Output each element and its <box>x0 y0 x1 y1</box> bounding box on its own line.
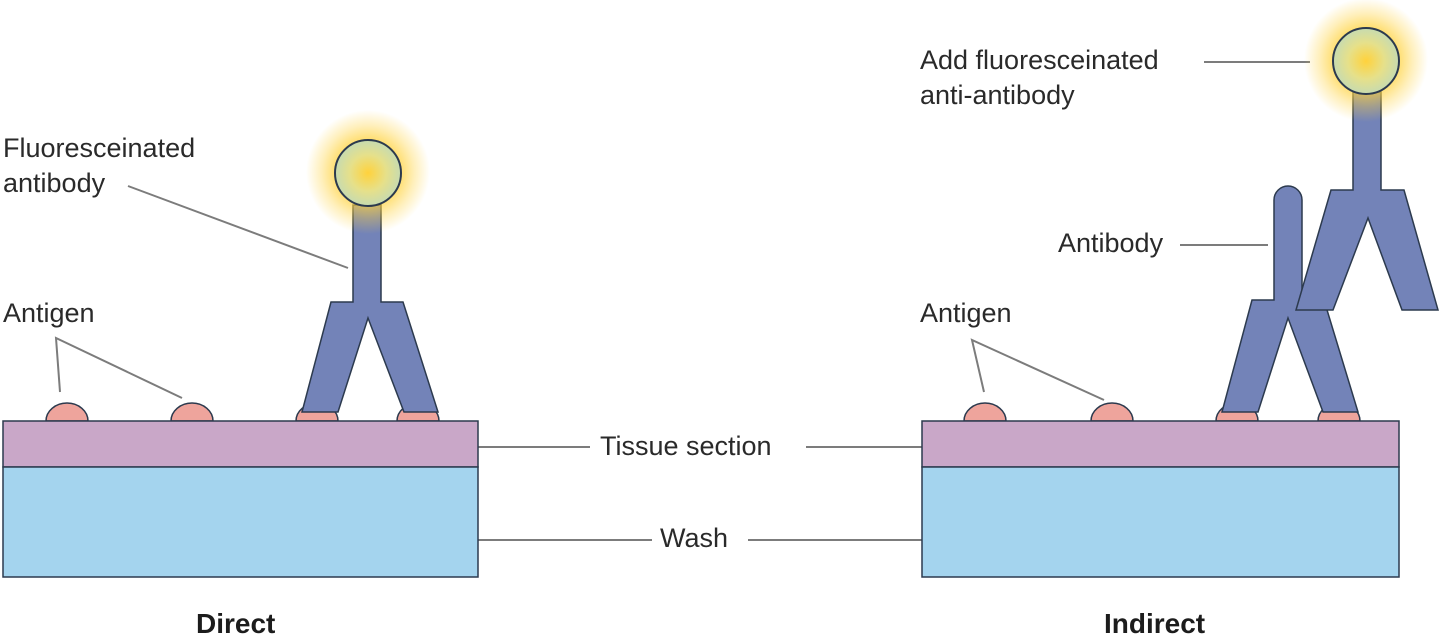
antibody-shape <box>301 204 440 413</box>
antigen-bump <box>45 402 89 422</box>
antigen-label-left: Antigen <box>3 298 95 328</box>
antigen-bump <box>1090 402 1134 422</box>
fluor-antibody-label-line2: antibody <box>3 168 106 198</box>
antigen-left-leader <box>54 336 183 399</box>
wash-label: Wash <box>660 523 729 553</box>
tissue-section-label: Tissue section <box>600 431 772 461</box>
direct-panel <box>2 110 479 578</box>
antigen-right-leader <box>970 338 1105 401</box>
fluorescein-tag <box>334 139 402 207</box>
antigen-bump <box>963 402 1007 422</box>
antibody-label: Antibody <box>1058 228 1164 258</box>
antigen-bump <box>170 402 214 422</box>
add-fluor-label-line2: anti-antibody <box>920 80 1075 110</box>
tissue-section-layer <box>2 420 479 468</box>
anti-antibody-shape <box>1295 91 1439 311</box>
fluor-antibody-label-line1: Fluoresceinated <box>3 133 196 163</box>
primary-antibody-shape <box>1221 185 1360 413</box>
direct-caption: Direct <box>196 608 276 639</box>
fluorescein-tag <box>1332 27 1400 95</box>
tissue-section-layer <box>921 420 1400 468</box>
indirect-caption: Indirect <box>1104 608 1206 639</box>
leader-lines <box>54 61 1310 541</box>
wash-layer <box>921 466 1400 578</box>
indirect-panel <box>921 0 1439 578</box>
fluor-antibody-leader <box>127 185 349 269</box>
wash-layer <box>2 466 479 578</box>
antigen-label-right: Antigen <box>920 298 1012 328</box>
add-fluor-label-line1: Add fluoresceinated <box>920 45 1159 75</box>
